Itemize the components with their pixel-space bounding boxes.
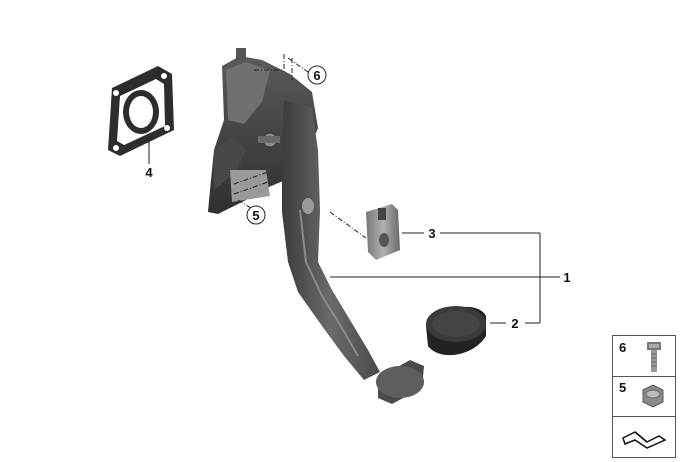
- gasket-part: [108, 66, 174, 156]
- callout-3: 3: [428, 226, 435, 241]
- catalog-symbol-icon: [622, 431, 667, 449]
- callout-2: 2: [511, 316, 518, 331]
- legend-row-bolt: 6: [613, 336, 675, 377]
- svg-text:6: 6: [313, 68, 320, 83]
- hex-bolt-icon: [647, 342, 661, 372]
- legend-number: 5: [619, 380, 627, 395]
- callout-5: 5: [246, 205, 266, 225]
- arm-foot-pad: [376, 360, 424, 404]
- legend-row-symbol: [613, 416, 675, 457]
- clip-part: [366, 204, 400, 260]
- hex-nut-icon: [642, 384, 664, 408]
- legend-number: 6: [619, 340, 627, 355]
- pedal-arm: [282, 100, 380, 380]
- legend-row-nut: 5: [613, 376, 675, 417]
- leader-lines: [148, 54, 560, 324]
- callout-6: 6: [307, 65, 327, 85]
- pedal-pad-part: [426, 306, 486, 356]
- svg-text:5: 5: [252, 208, 259, 223]
- callout-4: 4: [145, 165, 153, 180]
- parts-legend-panel: 6 5: [612, 335, 676, 458]
- callout-1: 1: [563, 270, 570, 285]
